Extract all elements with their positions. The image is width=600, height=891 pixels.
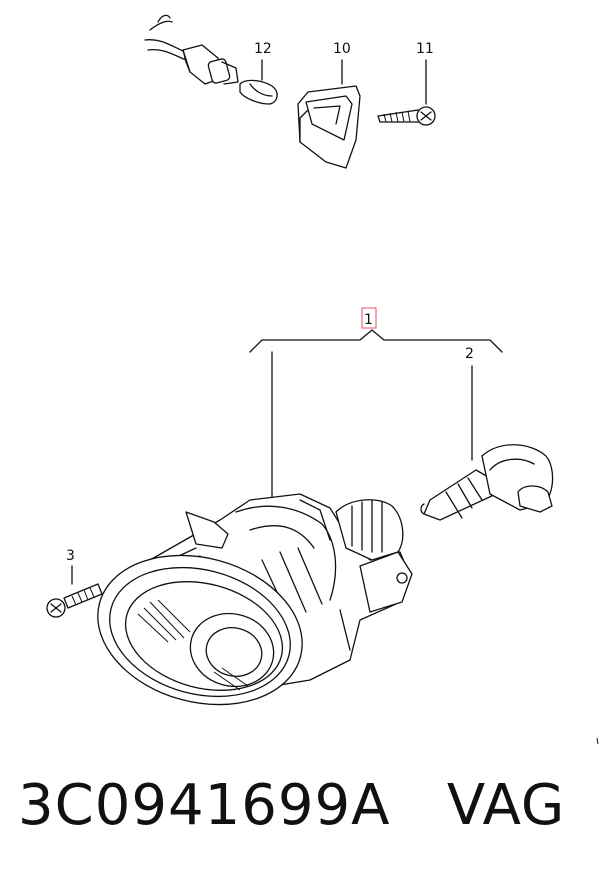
callout-12: 12 <box>254 41 272 57</box>
holder-10 <box>297 59 361 169</box>
part-number: 3C0941699A <box>18 773 391 838</box>
callout-3: 3 <box>66 548 75 564</box>
assembly-bracket <box>249 307 503 353</box>
edge-mark <box>596 737 599 745</box>
brand-name: VAG <box>446 773 566 838</box>
fog-light-housing <box>97 493 413 706</box>
wire-connector <box>144 14 239 85</box>
part-caption: 3C0941699A VAG <box>18 778 565 834</box>
callout-1: 1 <box>364 312 373 328</box>
screw-3 <box>46 583 103 618</box>
callout-11: 11 <box>416 41 434 57</box>
screw-11 <box>377 59 436 126</box>
callout-10: 10 <box>333 41 351 57</box>
callout-1-highlight <box>361 307 377 329</box>
bulb-socket-12 <box>239 59 278 105</box>
callout-2: 2 <box>465 346 474 362</box>
bulb-2 <box>420 444 554 521</box>
